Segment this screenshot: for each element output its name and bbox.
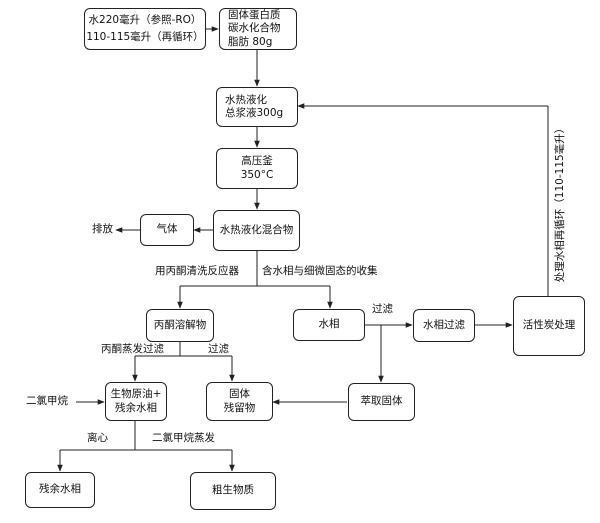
- autoclave-box: 高压釜 350°C: [216, 148, 298, 189]
- activated-carbon-box: 活性炭处理: [513, 296, 585, 356]
- vent-label: 排放: [92, 223, 113, 235]
- biocrude-box: 生物原油+ 残余水相: [105, 382, 167, 421]
- label-filter2: 过滤: [372, 303, 393, 315]
- solid-residue-line1: 固体: [229, 388, 250, 401]
- solids-box: 固体蛋白质 碳水化合物 脂肪 80g: [219, 8, 297, 50]
- crude-bio-box: 粗生物质: [190, 472, 276, 510]
- gas-box: 气体: [140, 214, 194, 246]
- acetone-solubles-label: 丙酮溶解物: [153, 318, 207, 331]
- label-collect: 含水相与细微固态的收集: [262, 265, 378, 277]
- acetone-solubles-box: 丙酮溶解物: [146, 309, 214, 342]
- solids-line3: 脂肪 80g: [228, 35, 273, 48]
- autoclave-line1: 高压釜: [241, 155, 273, 168]
- aqueous-filtration-box: 水相过滤: [413, 309, 475, 342]
- extracted-solids-box: 萃取固体: [348, 383, 415, 421]
- feed-water-line2: 110-115毫升（再循环）: [86, 31, 204, 43]
- htl-box: 水热液化 总浆液300g: [216, 87, 298, 127]
- residual-aqueous-box: 残余水相: [25, 472, 95, 508]
- activated-carbon-label: 活性炭处理: [522, 319, 576, 332]
- feed-water-line1: 水220毫升（参照-RO）: [88, 13, 202, 26]
- dcm-label: 二氯甲烷: [26, 395, 68, 407]
- autoclave-line2: 350°C: [240, 168, 274, 181]
- label-acetone-wash: 用丙酮清洗反应器: [155, 265, 239, 277]
- htl-line1: 水热液化: [225, 93, 267, 106]
- extracted-solids-label: 萃取固体: [360, 395, 403, 408]
- htl-mixture-box: 水热液化混合物: [213, 210, 300, 251]
- aqueous-phase-box: 水相: [293, 309, 365, 341]
- solids-line1: 固体蛋白质: [228, 9, 281, 22]
- aqueous-phase-label: 水相: [318, 318, 340, 331]
- solids-line2: 碳水化合物: [228, 22, 281, 35]
- label-dcm-evap: 二氯甲烷蒸发: [152, 432, 215, 444]
- label-filter1: 过滤: [208, 343, 229, 355]
- solid-residue-box: 固体 残留物: [206, 382, 273, 421]
- label-acetone-evap: 丙酮蒸发过滤: [101, 343, 164, 355]
- htl-mixture-label: 水热液化混合物: [219, 223, 294, 236]
- crude-bio-label: 粗生物质: [212, 484, 254, 497]
- label-recycle: 处理水相再循环（110-115毫升）: [554, 122, 567, 283]
- solid-residue-line2: 残留物: [223, 401, 256, 414]
- biocrude-line1: 生物原油+: [110, 388, 162, 401]
- label-centrifuge: 离心: [87, 432, 108, 444]
- aqueous-filtration-label: 水相过滤: [423, 318, 465, 331]
- gas-label: 气体: [156, 223, 178, 236]
- residual-aqueous-label: 残余水相: [39, 483, 81, 496]
- biocrude-line2: 残余水相: [115, 401, 157, 414]
- feed-water-box: 水220毫升（参照-RO） 110-115毫升（再循环）: [84, 8, 206, 50]
- htl-line2: 总浆液300g: [225, 107, 284, 119]
